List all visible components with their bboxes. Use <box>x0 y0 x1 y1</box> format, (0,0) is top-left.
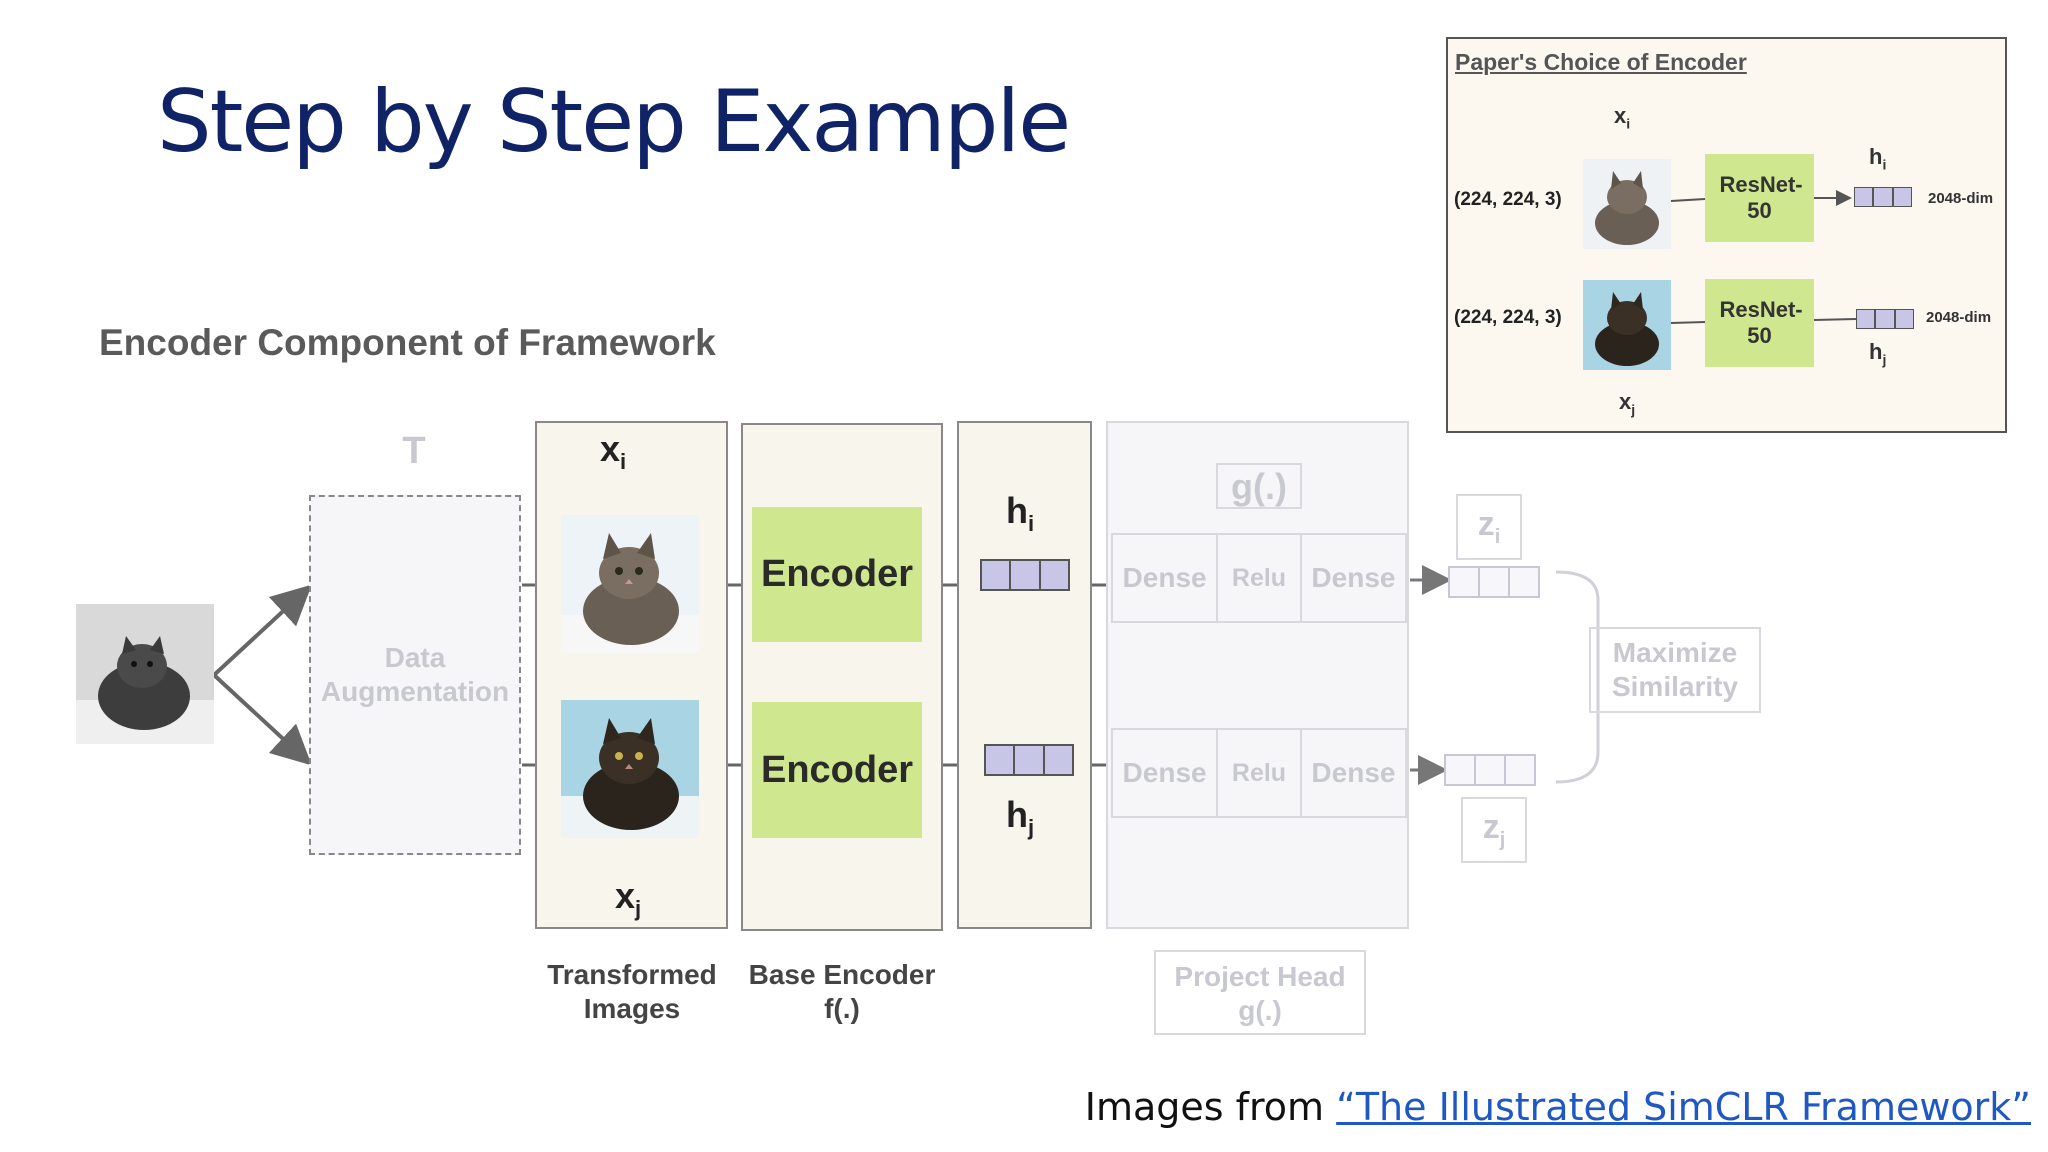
inset-hj-label: hj <box>1869 339 1887 368</box>
inset-hj-vector <box>1856 309 1914 329</box>
footer-citation: Images from “The Illustrated SimCLR Fram… <box>1085 1085 2031 1129</box>
hi-label: hi <box>1006 490 1035 537</box>
hi-vector <box>980 559 1070 591</box>
inset-xj-label: xj <box>1619 389 1636 418</box>
base-encoder-caption: Base Encoder f(.) <box>748 959 936 1024</box>
encoder-bottom-block: Encoder <box>752 702 922 838</box>
projection-g-label: g(.) <box>1216 463 1302 509</box>
xi-label: xi <box>600 428 627 475</box>
transformed-images-caption: Transformed Images <box>547 959 717 1024</box>
inset-cat-bottom <box>1583 280 1671 370</box>
inset-resnet-top: ResNet-50 <box>1705 154 1814 242</box>
transformed-images-box <box>535 421 728 929</box>
xi-cat-image <box>561 515 699 653</box>
base-encoder-box <box>741 423 943 931</box>
inset-cat-top <box>1583 159 1671 249</box>
augmentation-t-label: T <box>402 430 426 472</box>
zi-vector <box>1448 566 1540 598</box>
zj-label: zj <box>1461 797 1527 863</box>
encoder-top-block: Encoder <box>752 507 922 642</box>
projection-head-box <box>1106 421 1409 929</box>
representation-box <box>957 421 1092 929</box>
xj-label: xj <box>615 875 642 922</box>
paper-encoder-inset: Paper's Choice of Encoder xi (224, 224, … <box>1446 37 2007 433</box>
inset-dim-bottom: 2048-dim <box>1926 309 1992 326</box>
zi-label: zi <box>1456 494 1522 560</box>
zj-vector <box>1444 754 1536 786</box>
dense-bottom-2: Dense <box>1311 757 1396 788</box>
xj-cat-image <box>561 700 699 838</box>
dense-bottom-1: Dense <box>1113 730 1219 816</box>
source-cat-image <box>76 604 214 744</box>
relu-bottom: Relu <box>1218 730 1302 816</box>
inset-shape-top: (224, 224, 3) <box>1454 189 1562 210</box>
hj-label: hj <box>1006 794 1035 841</box>
inset-xi-label: xi <box>1614 103 1631 132</box>
inset-arrows <box>1670 190 1857 324</box>
dense-top-2: Dense <box>1311 562 1396 593</box>
dense-top-1: Dense <box>1113 535 1219 621</box>
slide-title: Step by Step Example <box>157 72 1071 172</box>
inset-title: Paper's Choice of Encoder <box>1455 49 1747 75</box>
relu-top: Relu <box>1218 535 1302 621</box>
projection-head-caption: Project Head g(.) <box>1154 950 1366 1035</box>
footer-link[interactable]: “The Illustrated SimCLR Framework” <box>1336 1085 2031 1129</box>
projection-bottom-row: Dense Relu Dense <box>1111 728 1407 818</box>
inset-hi-label: hi <box>1869 144 1887 173</box>
data-augmentation-box: Data Augmentation <box>309 495 521 855</box>
inset-shape-bottom: (224, 224, 3) <box>1454 307 1562 328</box>
projection-top-row: Dense Relu Dense <box>1111 533 1407 623</box>
inset-resnet-bottom: ResNet-50 <box>1705 279 1814 367</box>
inset-hi-vector <box>1854 187 1912 207</box>
hj-vector <box>984 744 1074 776</box>
maximize-similarity-box: Maximize Similarity <box>1589 627 1761 713</box>
section-label: Encoder Component of Framework <box>99 322 716 363</box>
inset-dim-top: 2048-dim <box>1928 190 1994 207</box>
footer-prefix: Images from <box>1084 1085 1337 1129</box>
data-augmentation-label: Data Augmentation <box>320 642 510 707</box>
